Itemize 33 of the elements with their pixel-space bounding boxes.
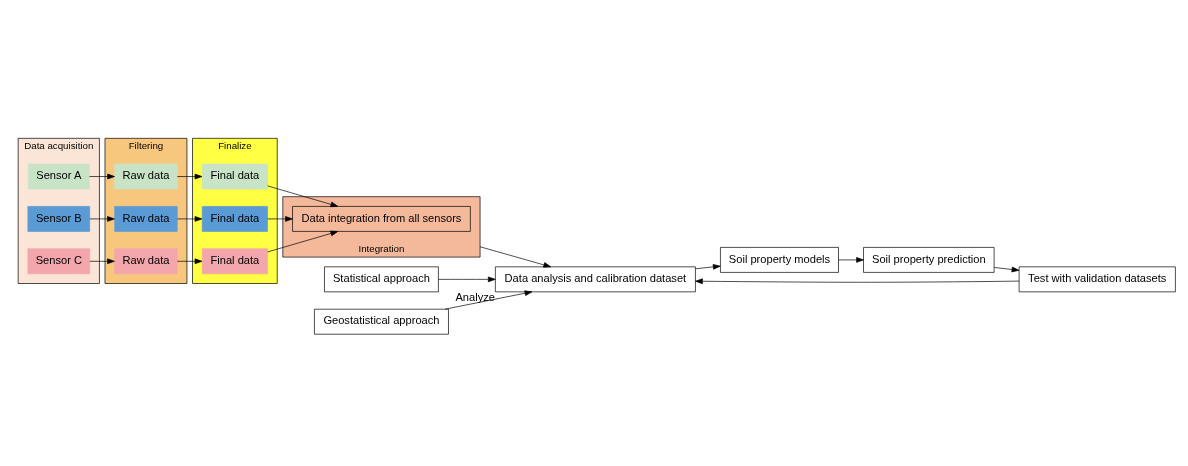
node-box: Geostatistical approach (314, 308, 449, 335)
node-box: Data analysis and calibration dataset (495, 266, 696, 292)
node-box: Data integration from all sensors (292, 205, 471, 232)
arrow (176, 258, 203, 264)
node-box: Test with validation datasets (1018, 266, 1176, 292)
node-box: Statistical approach (324, 266, 439, 292)
arrow (267, 230, 339, 252)
arrow (444, 290, 533, 310)
arrow (176, 215, 203, 222)
arrow (89, 215, 115, 222)
node-box: Sensor C (27, 247, 91, 274)
arrow (695, 277, 1020, 284)
arrow (267, 185, 339, 207)
arrow (838, 256, 864, 263)
arrow (176, 173, 203, 179)
node-box: Sensor A (27, 163, 90, 189)
arrow (267, 215, 293, 222)
arrow (89, 258, 115, 264)
node-box: Soil property models (720, 246, 839, 273)
node-box: Final data (201, 163, 268, 189)
arrow (994, 266, 1020, 272)
node-box: Final data (201, 205, 268, 232)
node-label: Analyze (455, 290, 495, 303)
node-box: Raw data (114, 205, 178, 232)
node-box: Raw data (114, 163, 178, 189)
node-box: Sensor B (27, 205, 91, 232)
arrow (438, 276, 496, 282)
node-box: Final data (201, 247, 268, 274)
node-box: Raw data (114, 247, 178, 274)
node-box: Soil property prediction (863, 246, 995, 273)
arrow (479, 245, 552, 268)
arrow (89, 173, 115, 179)
arrow (695, 263, 721, 270)
